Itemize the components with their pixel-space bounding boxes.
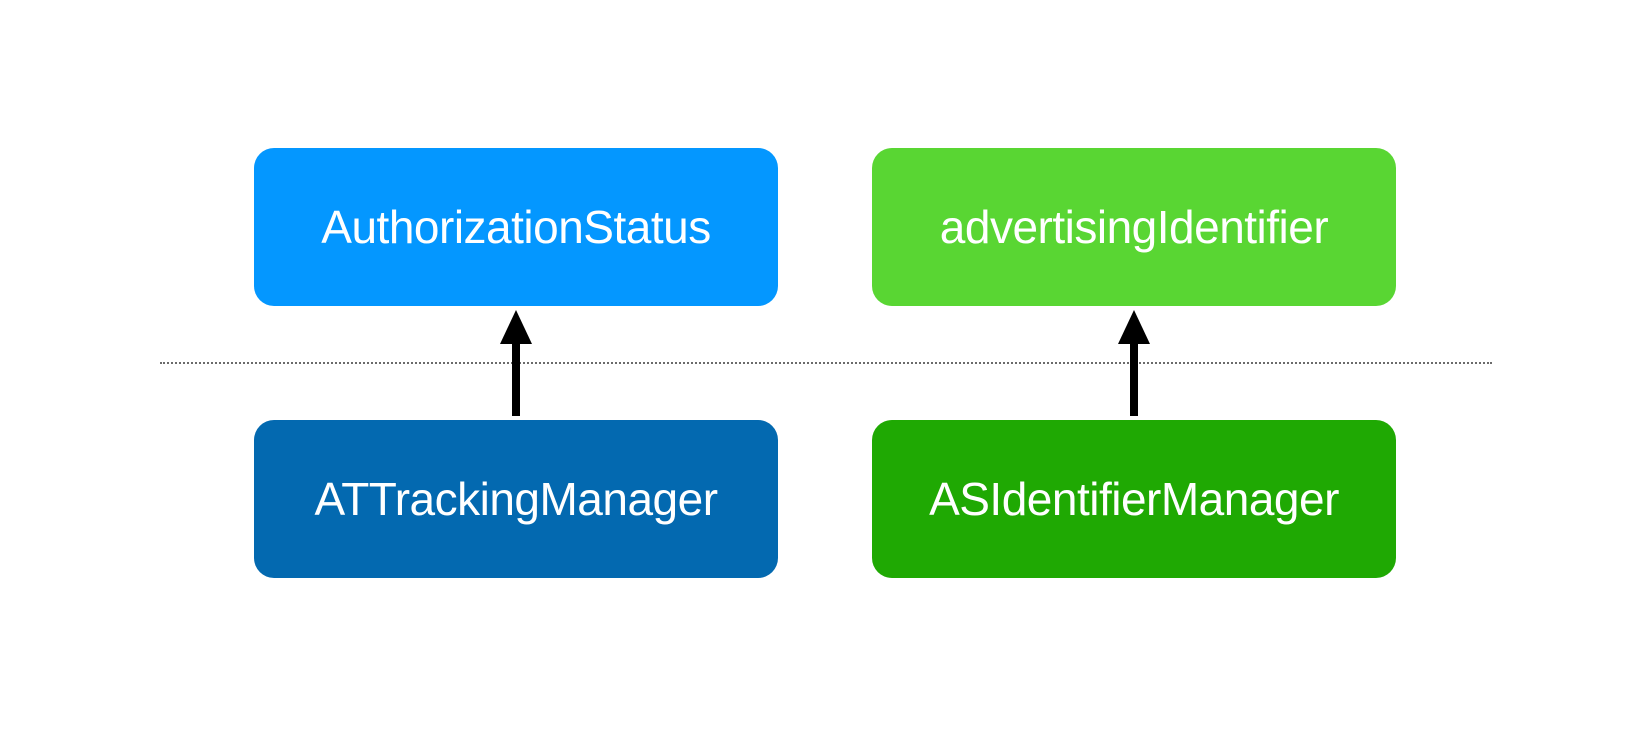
as-identifier-manager-label: ASIdentifierManager — [929, 473, 1339, 525]
arrow-up-icon — [1118, 310, 1150, 416]
authorization-status-label: AuthorizationStatus — [321, 201, 711, 253]
at-tracking-manager-box: ATTrackingManager — [254, 420, 778, 578]
arrow-up-icon — [500, 310, 532, 416]
advertising-identifier-box: advertisingIdentifier — [872, 148, 1396, 306]
as-identifier-manager-box: ASIdentifierManager — [872, 420, 1396, 578]
advertising-identifier-label: advertisingIdentifier — [939, 201, 1329, 253]
layer-separator-line — [160, 362, 1492, 364]
authorization-status-box: AuthorizationStatus — [254, 148, 778, 306]
at-tracking-manager-label: ATTrackingManager — [314, 473, 718, 525]
